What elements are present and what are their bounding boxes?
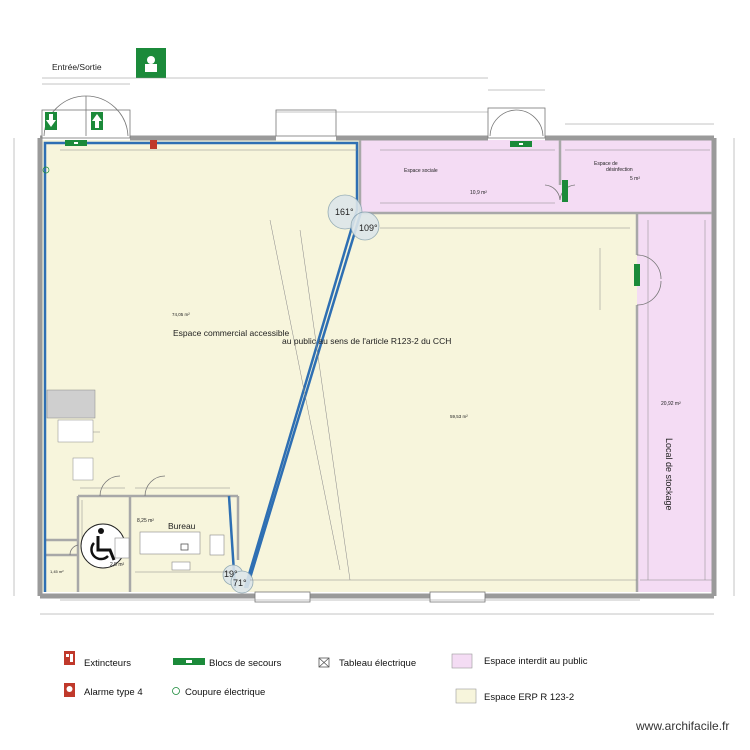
social-room-title: Espace sociale xyxy=(404,168,438,174)
commercial-title: Espace commercial accessible xyxy=(173,328,289,338)
disinfection-title-2: désinfection xyxy=(606,167,633,173)
forbidden-social-fill xyxy=(360,140,560,212)
erp-space-swatch xyxy=(455,688,477,704)
office-title: Bureau xyxy=(168,521,196,531)
disinfection-title: Espace de xyxy=(594,161,618,167)
wheelchair-icon xyxy=(80,523,130,569)
forbidden-disinfection-fill xyxy=(560,140,712,212)
disinfection-area: 5 m² xyxy=(630,176,640,182)
angle-161: 161° xyxy=(335,207,354,217)
legend-electrical-panel: Tableau électrique xyxy=(339,658,416,669)
legend-extinguishers: Extincteurs xyxy=(84,658,131,669)
legend-forbidden-space: Espace interdit au public xyxy=(484,656,588,667)
social-room-area: 10,9 m² xyxy=(470,190,487,196)
extinguisher-marker-icon xyxy=(64,140,157,665)
commercial-subtitle: au public au sens de l'article R123-2 du… xyxy=(282,336,451,346)
commercial-area-2-label: 59,53 m² xyxy=(450,414,468,419)
storage-title: Local de stockage xyxy=(664,438,674,511)
commercial-area-label: 74,05 m² xyxy=(172,312,190,317)
angle-109: 109° xyxy=(359,223,378,233)
hand-wash-box xyxy=(46,389,96,481)
dimension-lines xyxy=(13,77,735,615)
interior-walls xyxy=(45,140,712,592)
electrical-panel-icon xyxy=(180,543,330,668)
outer-walls xyxy=(37,135,717,599)
legend-power-cut: Coupure électrique xyxy=(185,687,265,698)
forbidden-space-swatch xyxy=(451,653,473,669)
angle-markers xyxy=(222,194,380,594)
small-area: 1,45 m² xyxy=(50,569,64,574)
entrance-label: Entrée/Sortie xyxy=(52,62,102,72)
power-cut-icon xyxy=(42,166,180,695)
angle-71: 71° xyxy=(233,578,247,588)
alarm-marker-icon xyxy=(64,683,75,697)
credit-text: www.archifacile.fr xyxy=(635,719,729,733)
legend-emergency-lights: Blocs de secours xyxy=(209,658,282,669)
entrance-doors xyxy=(41,95,662,603)
angle-19: 19° xyxy=(224,569,238,579)
wc-area: 2,5 m² xyxy=(110,562,125,568)
legend-alarm: Alarme type 4 xyxy=(84,687,143,698)
storage-area-label: 20,92 m² xyxy=(661,401,681,407)
legend-erp-space: Espace ERP R 123-2 xyxy=(484,692,574,703)
office-area: 8,25 m² xyxy=(137,518,154,524)
forbidden-storage-fill xyxy=(637,212,712,592)
assembly-point-icon xyxy=(136,48,166,78)
